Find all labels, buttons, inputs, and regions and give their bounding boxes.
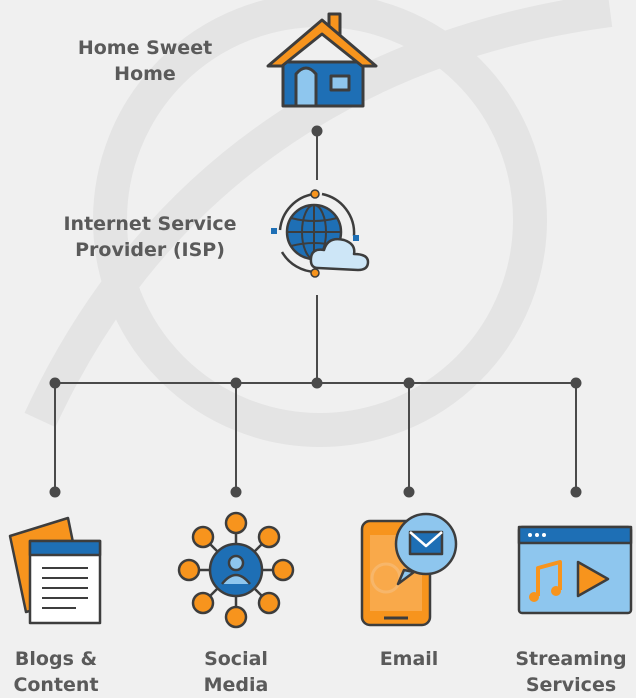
node-label-home: Home Sweet Home bbox=[77, 37, 213, 85]
node-label-social: Social Media bbox=[203, 648, 269, 696]
phone-email-icon bbox=[360, 512, 458, 627]
watermark-globe-icon bbox=[24, 0, 613, 447]
documents-icon bbox=[8, 516, 102, 625]
media-player-icon bbox=[517, 525, 633, 615]
node-label-blogs: Blogs & Content bbox=[13, 648, 99, 696]
house-icon bbox=[266, 12, 378, 108]
globe-cloud-icon bbox=[271, 189, 370, 278]
node-label-isp: Internet Service Provider (ISP) bbox=[63, 213, 237, 261]
node-label-streaming: Streaming Services bbox=[515, 648, 627, 696]
connector-lines bbox=[49, 125, 582, 498]
node-label-email: Email bbox=[379, 648, 439, 670]
social-network-icon bbox=[177, 511, 295, 629]
